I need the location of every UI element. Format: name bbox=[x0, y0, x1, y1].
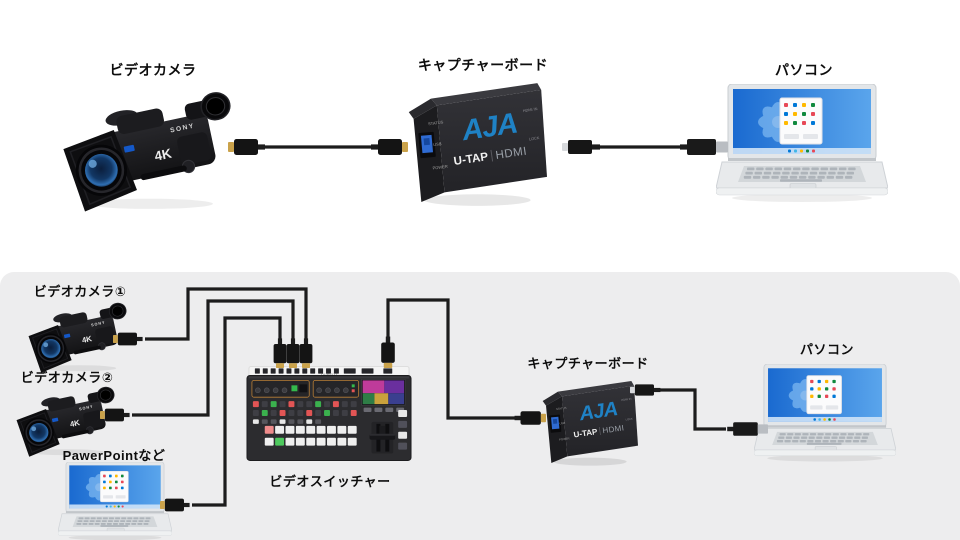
label-video-switcher: ビデオスイッチャー bbox=[269, 474, 391, 489]
video-switcher-illustration bbox=[245, 364, 413, 464]
usb-b-plug bbox=[562, 140, 600, 154]
label-video-camera-top: ビデオカメラ bbox=[109, 62, 197, 78]
label-pc-top: パソコン bbox=[775, 62, 833, 78]
capture-board-illustration-top bbox=[402, 76, 547, 212]
laptop-illustration-bottom bbox=[754, 364, 896, 465]
capture-board-illustration-bottom bbox=[538, 376, 638, 470]
label-powerpoint: PawerPointなど bbox=[62, 448, 166, 463]
camcorder-illustration-1 bbox=[28, 298, 130, 373]
label-video-camera-2: ビデオカメラ② bbox=[20, 370, 114, 385]
label-capture-board-top: キャプチャーボード bbox=[417, 57, 549, 73]
camcorder-illustration-top bbox=[62, 84, 237, 212]
laptop-illustration-top bbox=[716, 82, 888, 208]
label-capture-board-bottom: キャプチャーボード bbox=[527, 356, 649, 371]
laptop-illustration-powerpoint bbox=[58, 462, 172, 540]
label-video-camera-1: ビデオカメラ① bbox=[33, 284, 127, 299]
label-pc-bottom: パソコン bbox=[799, 342, 855, 357]
